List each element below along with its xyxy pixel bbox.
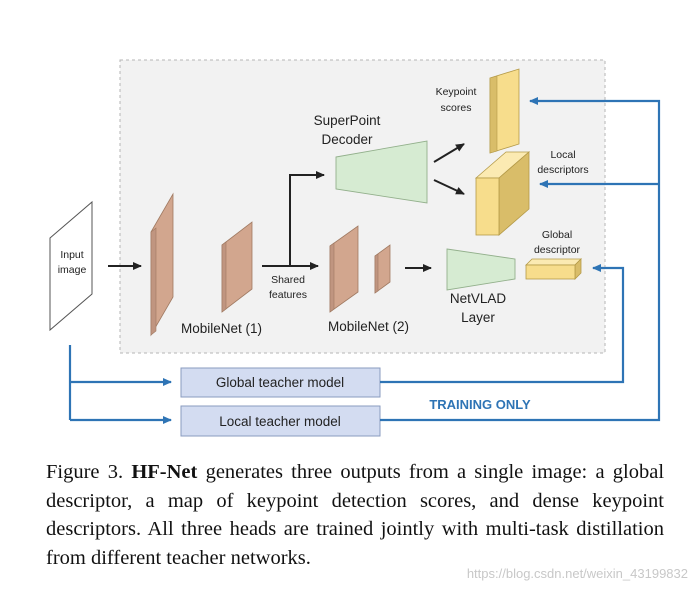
local-descriptors-label-1: Local bbox=[550, 149, 575, 161]
global-teacher-label: Global teacher model bbox=[216, 375, 344, 390]
local-teacher-label: Local teacher model bbox=[219, 414, 341, 429]
keypoint-scores-label-2: scores bbox=[441, 102, 472, 114]
mobilenet2-block bbox=[329, 225, 359, 313]
netvlad-layer-block bbox=[446, 248, 516, 291]
shared-features-label-2: features bbox=[269, 289, 307, 301]
input-image-shape bbox=[49, 200, 93, 332]
training-only-label: TRAINING ONLY bbox=[429, 397, 531, 412]
superpoint-decoder-block bbox=[335, 140, 428, 204]
mobilenet2-small-block bbox=[374, 244, 391, 294]
superpoint-label-1: SuperPoint bbox=[314, 113, 381, 128]
local-descriptors-block bbox=[474, 151, 531, 236]
mobilenet2-label: MobileNet (2) bbox=[328, 319, 409, 334]
local-descriptors-label-2: descriptors bbox=[537, 164, 588, 176]
arrow-global-teacher-to-global-descriptor bbox=[380, 264, 625, 384]
watermark: https://blog.csdn.net/weixin_43199832 bbox=[466, 566, 688, 581]
arrow-shared-to-decoder bbox=[289, 171, 325, 266]
caption-prefix: Figure 3. bbox=[46, 461, 124, 483]
netvlad-label-2: Layer bbox=[461, 310, 495, 325]
mobilenet1-small-block bbox=[221, 221, 253, 313]
global-descriptor-label-1: Global bbox=[542, 229, 572, 241]
shared-features-label-1: Shared bbox=[271, 274, 305, 286]
arrow-to-keypoint-scores bbox=[433, 143, 465, 163]
caption-body: generates three outputs from a single im… bbox=[46, 461, 665, 569]
global-teacher-box bbox=[180, 367, 381, 398]
arrow-local-teacher-to-outputs bbox=[380, 97, 661, 422]
caption-bold-title: HF-Net bbox=[131, 461, 198, 483]
global-descriptor-block bbox=[525, 258, 582, 280]
input-image-label-1: Input bbox=[60, 249, 83, 261]
input-image-label-2: image bbox=[58, 264, 87, 276]
keypoint-scores-label-1: Keypoint bbox=[436, 86, 477, 98]
keypoint-scores-block bbox=[489, 68, 520, 154]
figure-caption: Figure 3. HF-Net generates three outputs… bbox=[46, 458, 664, 572]
arrow-to-local-descriptors bbox=[433, 179, 465, 195]
network-panel bbox=[119, 59, 606, 354]
superpoint-label-2: Decoder bbox=[321, 132, 373, 147]
netvlad-label-1: NetVLAD bbox=[450, 291, 507, 306]
mobilenet1-block bbox=[150, 192, 174, 337]
global-descriptor-label-2: descriptor bbox=[534, 244, 581, 256]
local-teacher-box bbox=[180, 405, 381, 437]
mobilenet1-label: MobileNet (1) bbox=[181, 321, 262, 336]
